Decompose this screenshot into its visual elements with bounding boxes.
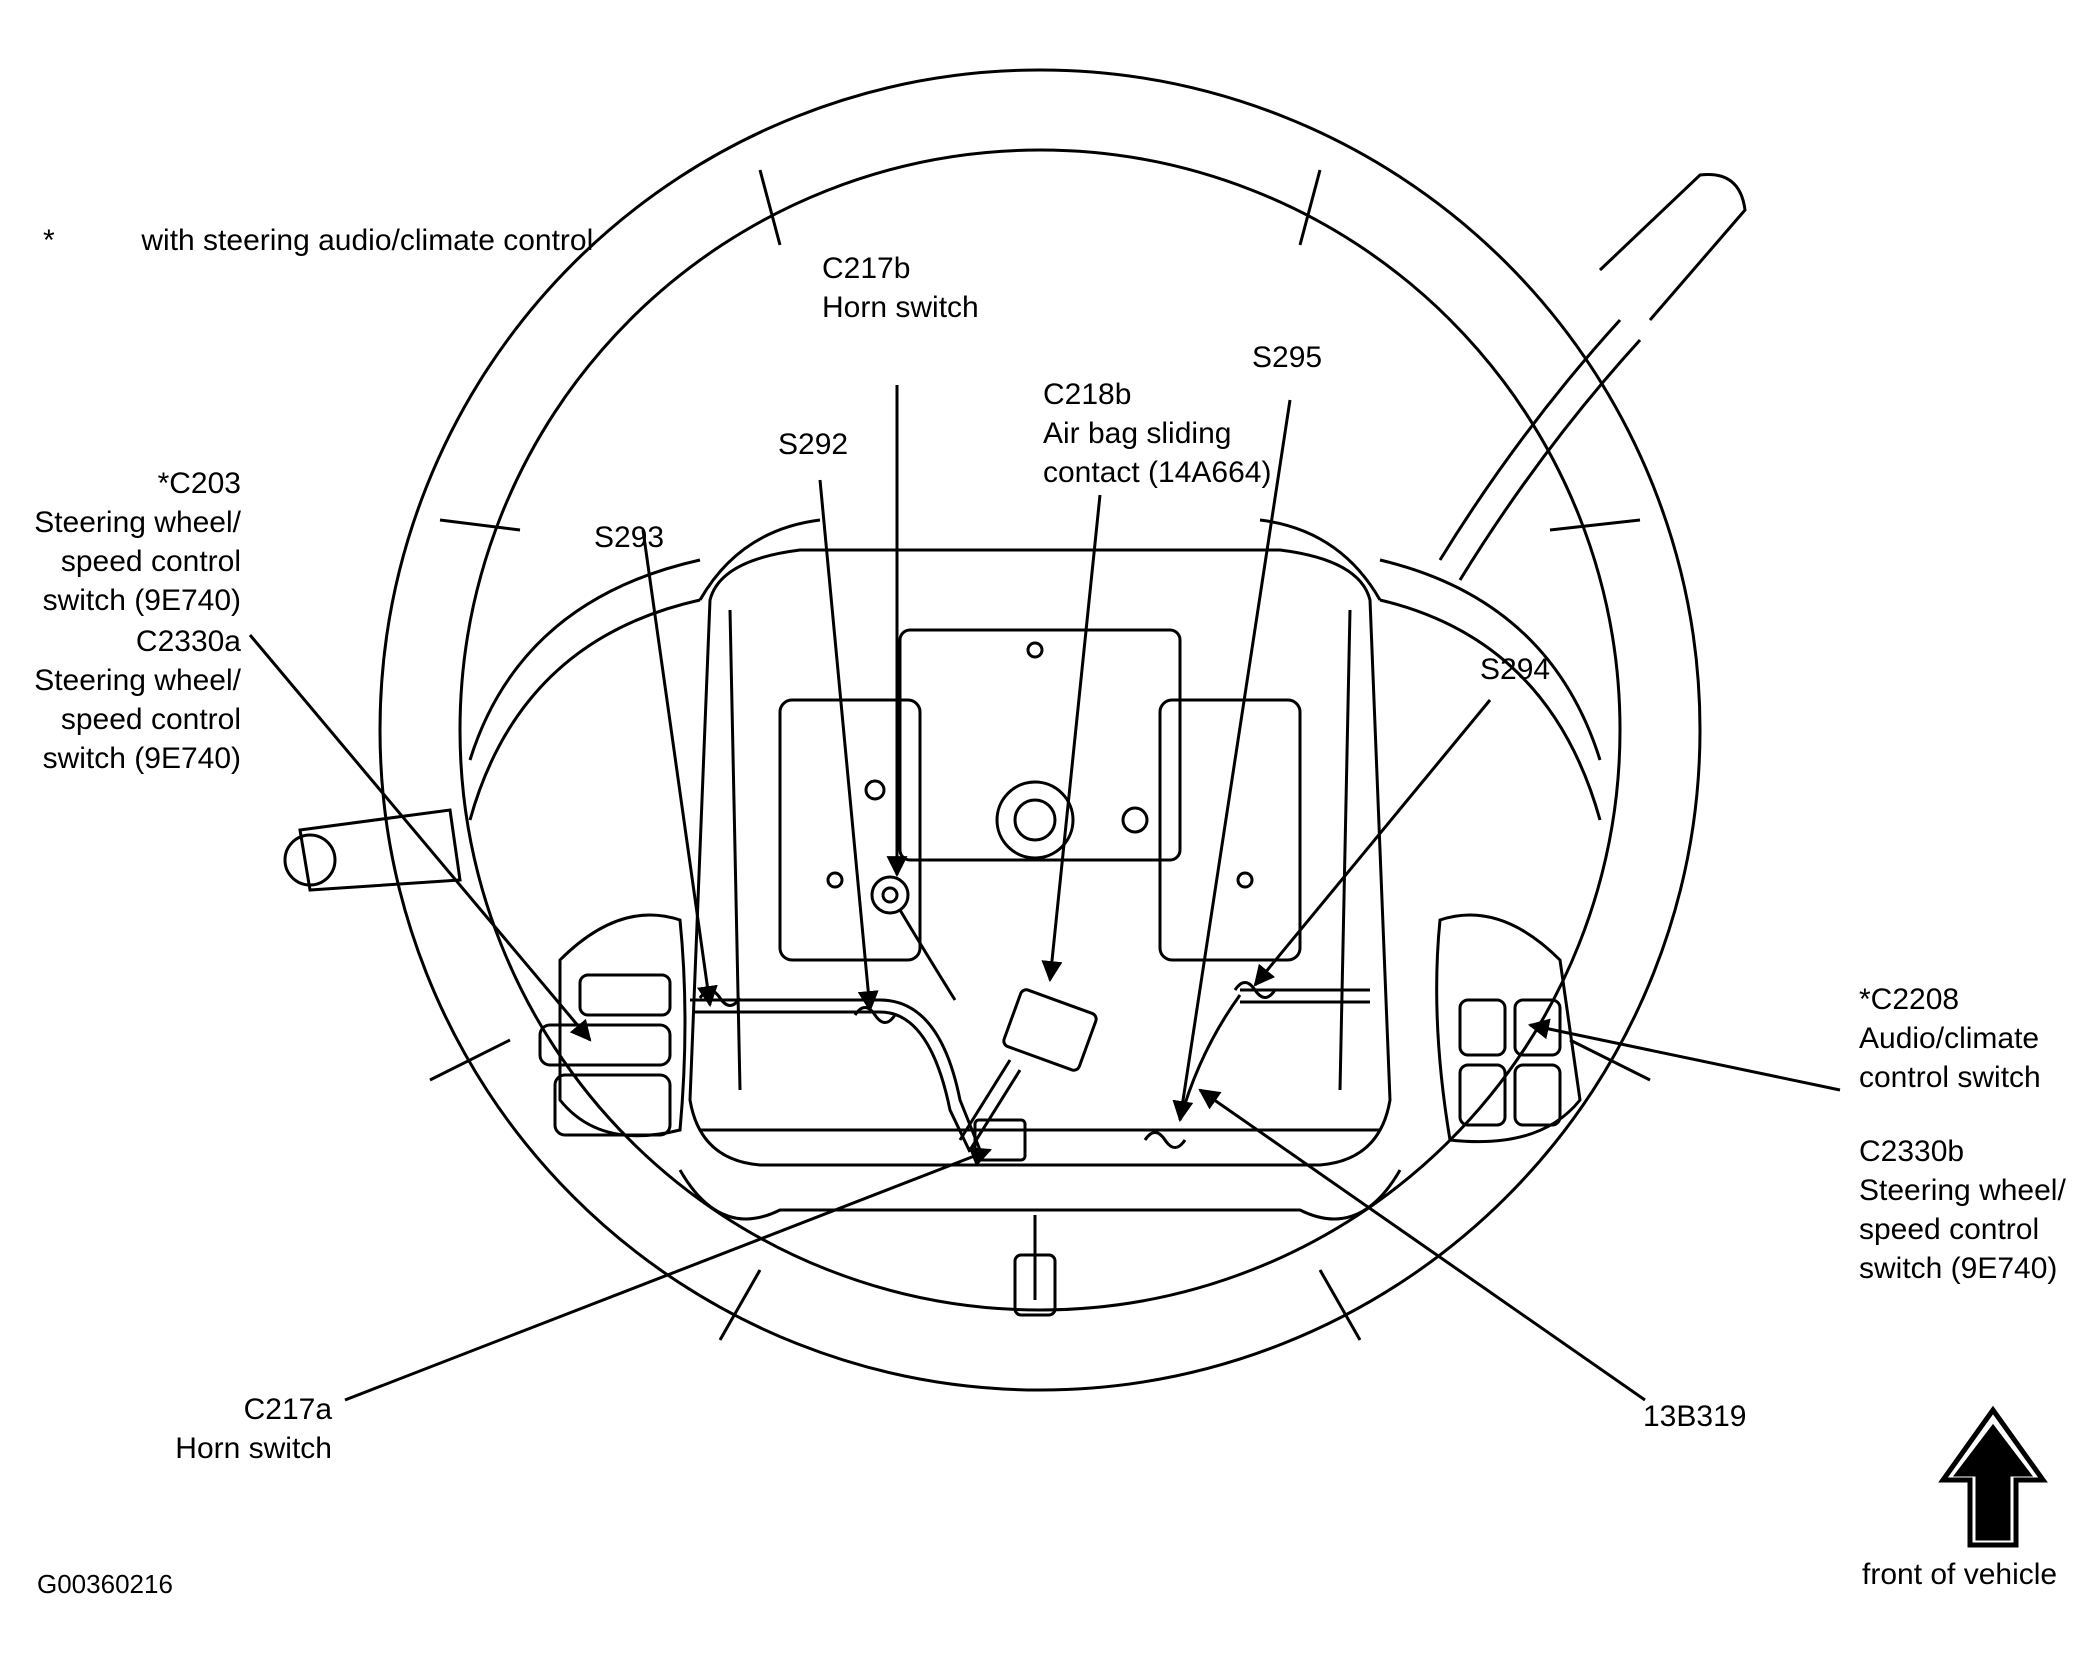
callout-id: S292 [778, 428, 849, 461]
callout-desc: switch (9E740) [42, 584, 241, 617]
callout-desc: switch (9E740) [1859, 1252, 2058, 1285]
callout-desc: control switch [1859, 1061, 2041, 1094]
callout-desc: switch (9E740) [42, 742, 241, 775]
callout-id: S293 [594, 521, 665, 554]
callout-c2330b: C2330b Steering wheel/ speed control swi… [1859, 1132, 2066, 1288]
front-arrow-icon [1938, 1405, 2048, 1548]
callout-id: S294 [1480, 653, 1551, 686]
callout-desc: Audio/climate [1859, 1022, 2040, 1055]
callout-id: C2330b [1859, 1135, 1965, 1168]
column-stalks [283, 172, 1747, 892]
callout-13b319: 13B319 [1643, 1397, 1746, 1436]
callout-id: S295 [1252, 341, 1323, 374]
callout-id: *C2208 [1859, 983, 1960, 1016]
footnote: * with steering audio/climate control [43, 221, 593, 260]
right-switch-pad [1435, 913, 1582, 1144]
callout-id: 13B319 [1643, 1400, 1747, 1433]
callout-desc: speed control [60, 545, 241, 578]
callout-desc: Steering wheel/ [1859, 1174, 2066, 1207]
callout-desc: speed control [1859, 1213, 2040, 1246]
callout-id: C217b [822, 252, 911, 285]
callout-desc: Steering wheel/ [34, 506, 241, 539]
callout-c203: *C203 Steering wheel/ speed control swit… [34, 464, 241, 620]
callout-s295: S295 [1252, 338, 1322, 377]
callout-c217b: C217b Horn switch [822, 249, 979, 327]
callout-c2208: *C2208 Audio/climate control switch [1859, 980, 2041, 1097]
footnote-text: with steering audio/climate control [141, 224, 594, 257]
callout-desc: Horn switch [175, 1432, 332, 1465]
footnote-mark: * [43, 224, 55, 257]
callout-id: *C203 [157, 467, 241, 500]
leader-lines [248, 385, 1841, 1402]
left-switch-pad [538, 913, 687, 1138]
steering-wheel-rim [378, 68, 1702, 1392]
direction-label: front of vehicle [1862, 1558, 2058, 1591]
callout-s292: S292 [778, 425, 848, 464]
figure-id: G00360216 [37, 1569, 173, 1599]
callout-c2330a: C2330a Steering wheel/ speed control swi… [34, 622, 241, 778]
callout-desc: Horn switch [822, 291, 979, 324]
callout-id: C217a [243, 1393, 332, 1426]
wiring-harness [690, 875, 1370, 1162]
callout-s294: S294 [1480, 650, 1550, 689]
callout-id: C2330a [135, 625, 241, 658]
callout-desc: Steering wheel/ [34, 664, 241, 697]
callout-c217a: C217a Horn switch [175, 1390, 332, 1468]
hub-cavity [688, 548, 1392, 1317]
callout-s293: S293 [594, 518, 664, 557]
callout-desc: contact (14A664) [1043, 456, 1272, 489]
callout-c218b: C218b Air bag sliding contact (14A664) [1043, 375, 1271, 492]
callout-desc: Air bag sliding [1043, 417, 1232, 450]
callout-id: C218b [1043, 378, 1132, 411]
callout-desc: speed control [60, 703, 241, 736]
steering-wheel-spokes [468, 518, 1602, 1221]
